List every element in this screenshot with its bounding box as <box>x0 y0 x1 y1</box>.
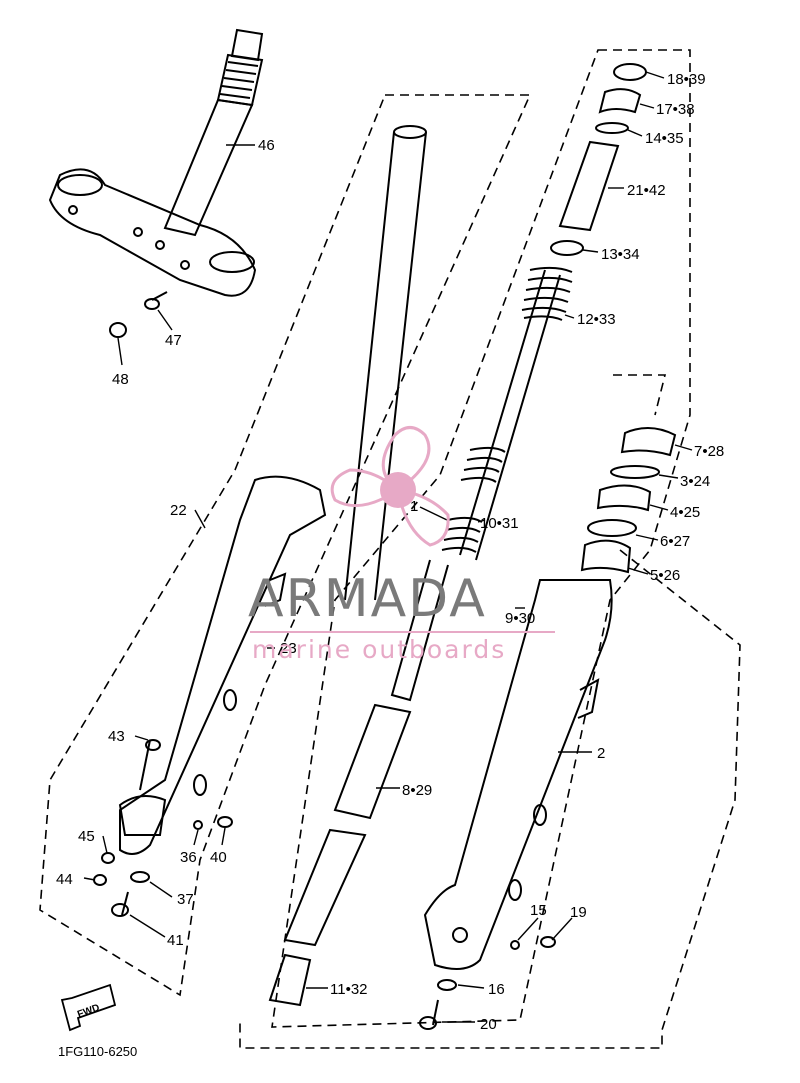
label-44: 44 <box>56 871 73 888</box>
label-37: 37 <box>177 891 194 908</box>
label-18: 18•39 <box>667 71 706 88</box>
forward-arrow <box>60 983 117 1032</box>
label-41: 41 <box>167 932 184 949</box>
label-3: 3•24 <box>680 473 710 490</box>
label-15: 15 <box>530 902 547 919</box>
label-20: 20 <box>480 1016 497 1033</box>
label-46: 46 <box>258 137 275 154</box>
label-1: 1 <box>410 498 418 515</box>
leader-lines <box>83 71 693 1023</box>
group-boundaries <box>39 49 741 1049</box>
label-12: 12•33 <box>577 311 616 328</box>
label-6: 6•27 <box>660 533 690 550</box>
label-11: 11•32 <box>330 981 368 998</box>
label-45: 45 <box>78 828 95 845</box>
label-22: 22 <box>170 502 187 519</box>
label-10: 10•31 <box>480 515 519 532</box>
label-9: 9•30 <box>505 610 535 627</box>
steering-stem <box>163 28 264 237</box>
label-36: 36 <box>180 849 197 866</box>
drawing-code: 1FG110-6250 <box>58 1044 137 1059</box>
label-2: 2 <box>597 745 605 762</box>
label-40: 40 <box>210 849 227 866</box>
label-13: 13•34 <box>601 246 640 263</box>
label-16: 16 <box>488 981 505 998</box>
cap-48 <box>109 322 127 338</box>
left-fork-leg <box>119 475 327 855</box>
bolt-47 <box>144 291 168 310</box>
label-8: 8•29 <box>402 782 432 799</box>
fwd-label: FWD <box>76 1002 101 1020</box>
label-47: 47 <box>165 332 182 349</box>
part-labels: 46 47 48 22 23 43 45 44 36 40 37 41 18•3… <box>56 71 724 1033</box>
label-5: 5•26 <box>650 567 680 584</box>
label-4: 4•25 <box>670 504 700 521</box>
damper-rod <box>441 266 573 561</box>
label-19: 19 <box>570 904 587 921</box>
drain-hardware <box>419 936 556 1030</box>
fork-cap-parts <box>550 63 647 256</box>
seal-stack <box>580 427 677 574</box>
label-23: 23 <box>280 640 297 657</box>
spacer-tube <box>268 703 412 1007</box>
under-bracket <box>48 168 257 297</box>
outer-tube <box>423 579 613 970</box>
axle-holder-hardware <box>93 739 233 917</box>
label-14: 14•35 <box>645 130 684 147</box>
watermark-tagline: marine outboards <box>252 635 506 664</box>
label-48: 48 <box>112 371 129 388</box>
label-43: 43 <box>108 728 125 745</box>
label-21: 21•42 <box>627 182 666 199</box>
armada-logo-mark <box>330 426 450 547</box>
label-17: 17•38 <box>656 101 695 118</box>
label-7: 7•28 <box>694 443 724 460</box>
watermark-brand: ARMADA <box>248 569 487 629</box>
